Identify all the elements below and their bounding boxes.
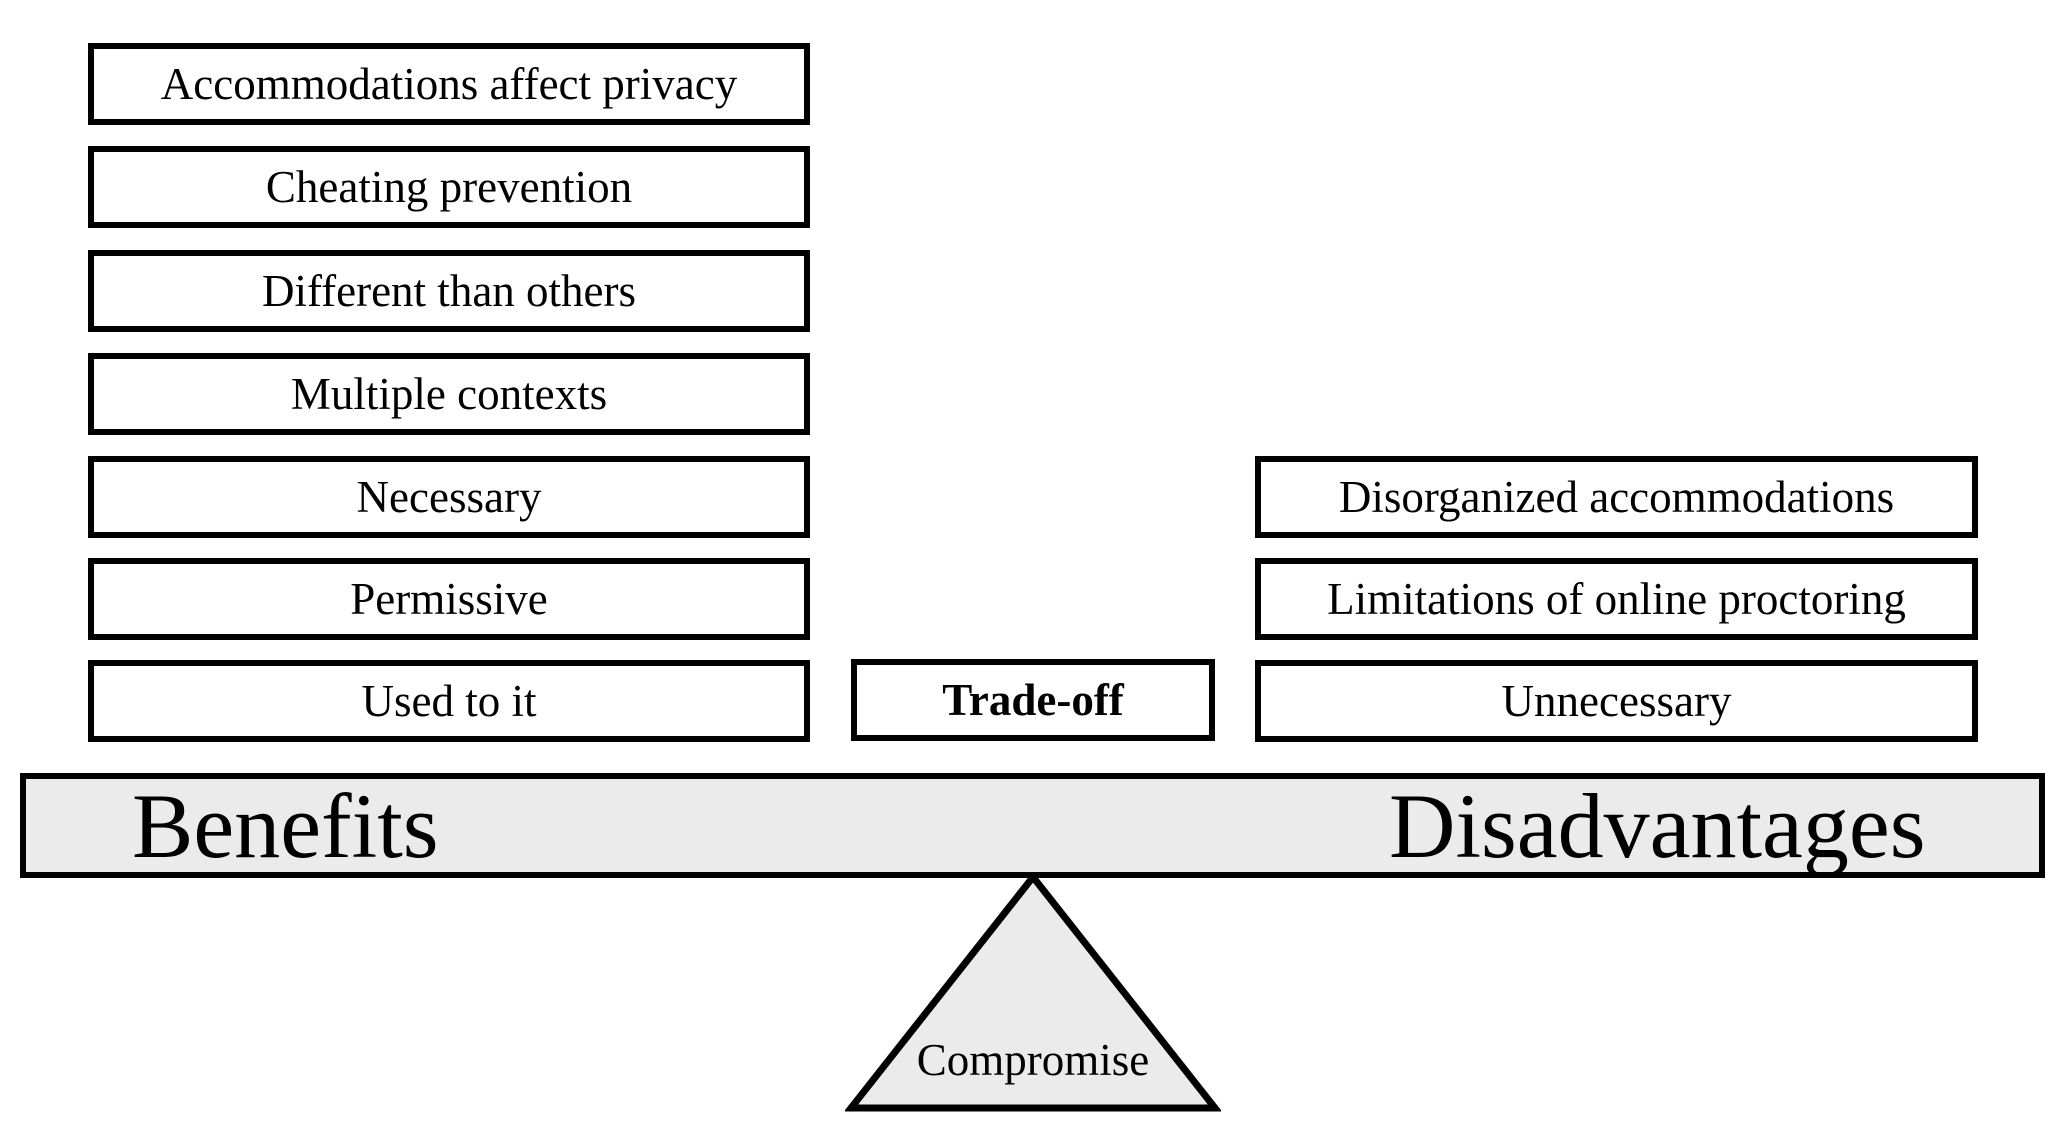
benefit-box-accommodations-affect-privacy: Accommodations affect privacy [88,43,810,125]
benefit-box-different-than-others: Different than others [88,250,810,332]
benefit-box-necessary: Necessary [88,456,810,538]
benefit-label: Accommodations affect privacy [160,58,738,109]
benefit-box-multiple-contexts: Multiple contexts [88,353,810,435]
disadvantage-label: Disorganized accommodations [1338,471,1895,522]
trade-off-label: Trade-off [942,674,1124,725]
benefit-box-cheating-prevention: Cheating prevention [88,146,810,228]
benefit-box-used-to-it: Used to it [88,660,810,742]
fulcrum-triangle [845,872,1221,1112]
benefit-label: Different than others [261,265,637,316]
benefit-label: Permissive [350,573,548,624]
benefit-label: Multiple contexts [290,368,608,419]
balance-beam: Benefits Disadvantages [20,773,2045,878]
disadvantage-box-limitations-of-online-proctoring: Limitations of online proctoring [1255,558,1978,640]
disadvantage-label: Limitations of online proctoring [1327,573,1906,624]
beam-label-disadvantages: Disadvantages [1389,774,1926,877]
fulcrum-label: Compromise [916,1035,1150,1085]
benefit-label: Cheating prevention [265,161,633,212]
benefit-box-permissive: Permissive [88,558,810,640]
disadvantage-box-disorganized-accommodations: Disorganized accommodations [1255,456,1978,538]
benefit-label: Used to it [361,675,537,726]
disadvantage-label: Unnecessary [1501,675,1732,726]
benefit-label: Necessary [356,471,542,522]
trade-off-box: Trade-off [851,659,1215,741]
beam-label-benefits: Benefits [132,774,439,877]
disadvantage-box-unnecessary: Unnecessary [1255,660,1978,742]
